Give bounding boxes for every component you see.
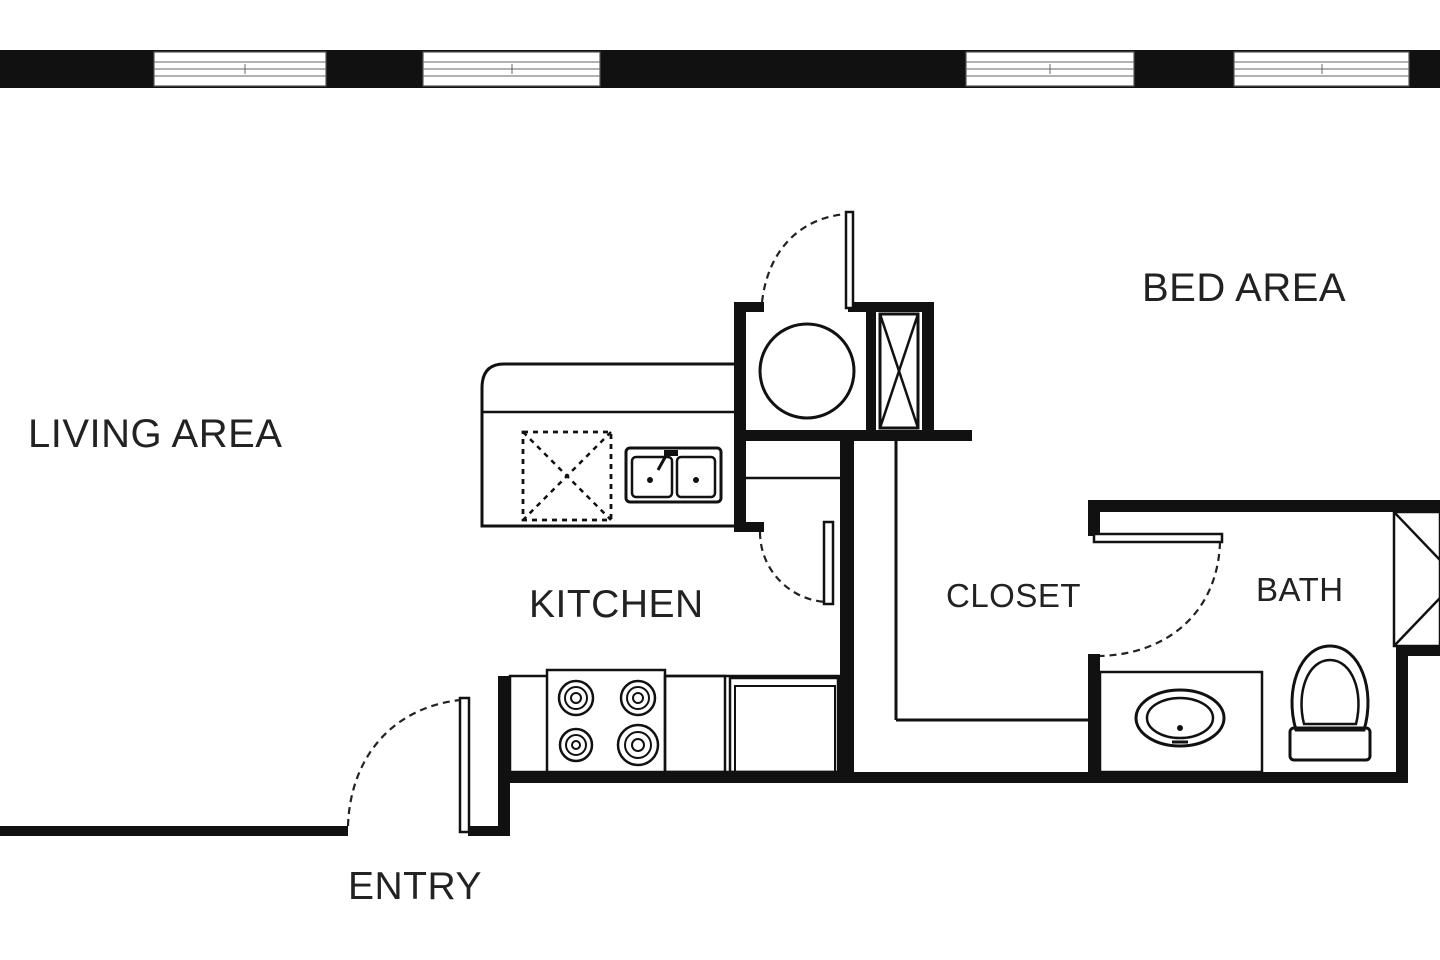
toilet (1288, 644, 1372, 762)
dishwasher (521, 430, 613, 522)
kitchen-lower-wall (498, 772, 1408, 783)
label-living-area: LIVING AREA (28, 412, 282, 456)
exterior-wall-top (0, 50, 1440, 88)
window-1 (153, 51, 327, 87)
burner-1 (557, 679, 595, 717)
closet-walls (894, 440, 1092, 722)
bath-walls (1088, 500, 1440, 782)
double-sink (624, 446, 723, 504)
burner-3 (558, 727, 594, 763)
burner-2 (619, 679, 657, 717)
burner-4 (616, 723, 660, 767)
label-entry: ENTRY (348, 865, 482, 908)
window-3 (965, 51, 1135, 87)
cooktop (545, 668, 667, 774)
utility-core (734, 302, 972, 782)
vanity (1098, 670, 1264, 774)
label-bath: BATH (1256, 571, 1344, 608)
hvac-unit (878, 312, 920, 430)
entry-wall (0, 676, 510, 836)
label-bed-area: BED AREA (1142, 266, 1346, 310)
window-4 (1233, 51, 1410, 87)
refrigerator (728, 676, 840, 774)
water-heater (758, 322, 856, 420)
upper-counter (480, 362, 740, 528)
tub (1392, 510, 1440, 648)
label-closet: CLOSET (946, 577, 1081, 614)
label-kitchen: KITCHEN (529, 583, 704, 626)
window-2 (422, 51, 601, 87)
